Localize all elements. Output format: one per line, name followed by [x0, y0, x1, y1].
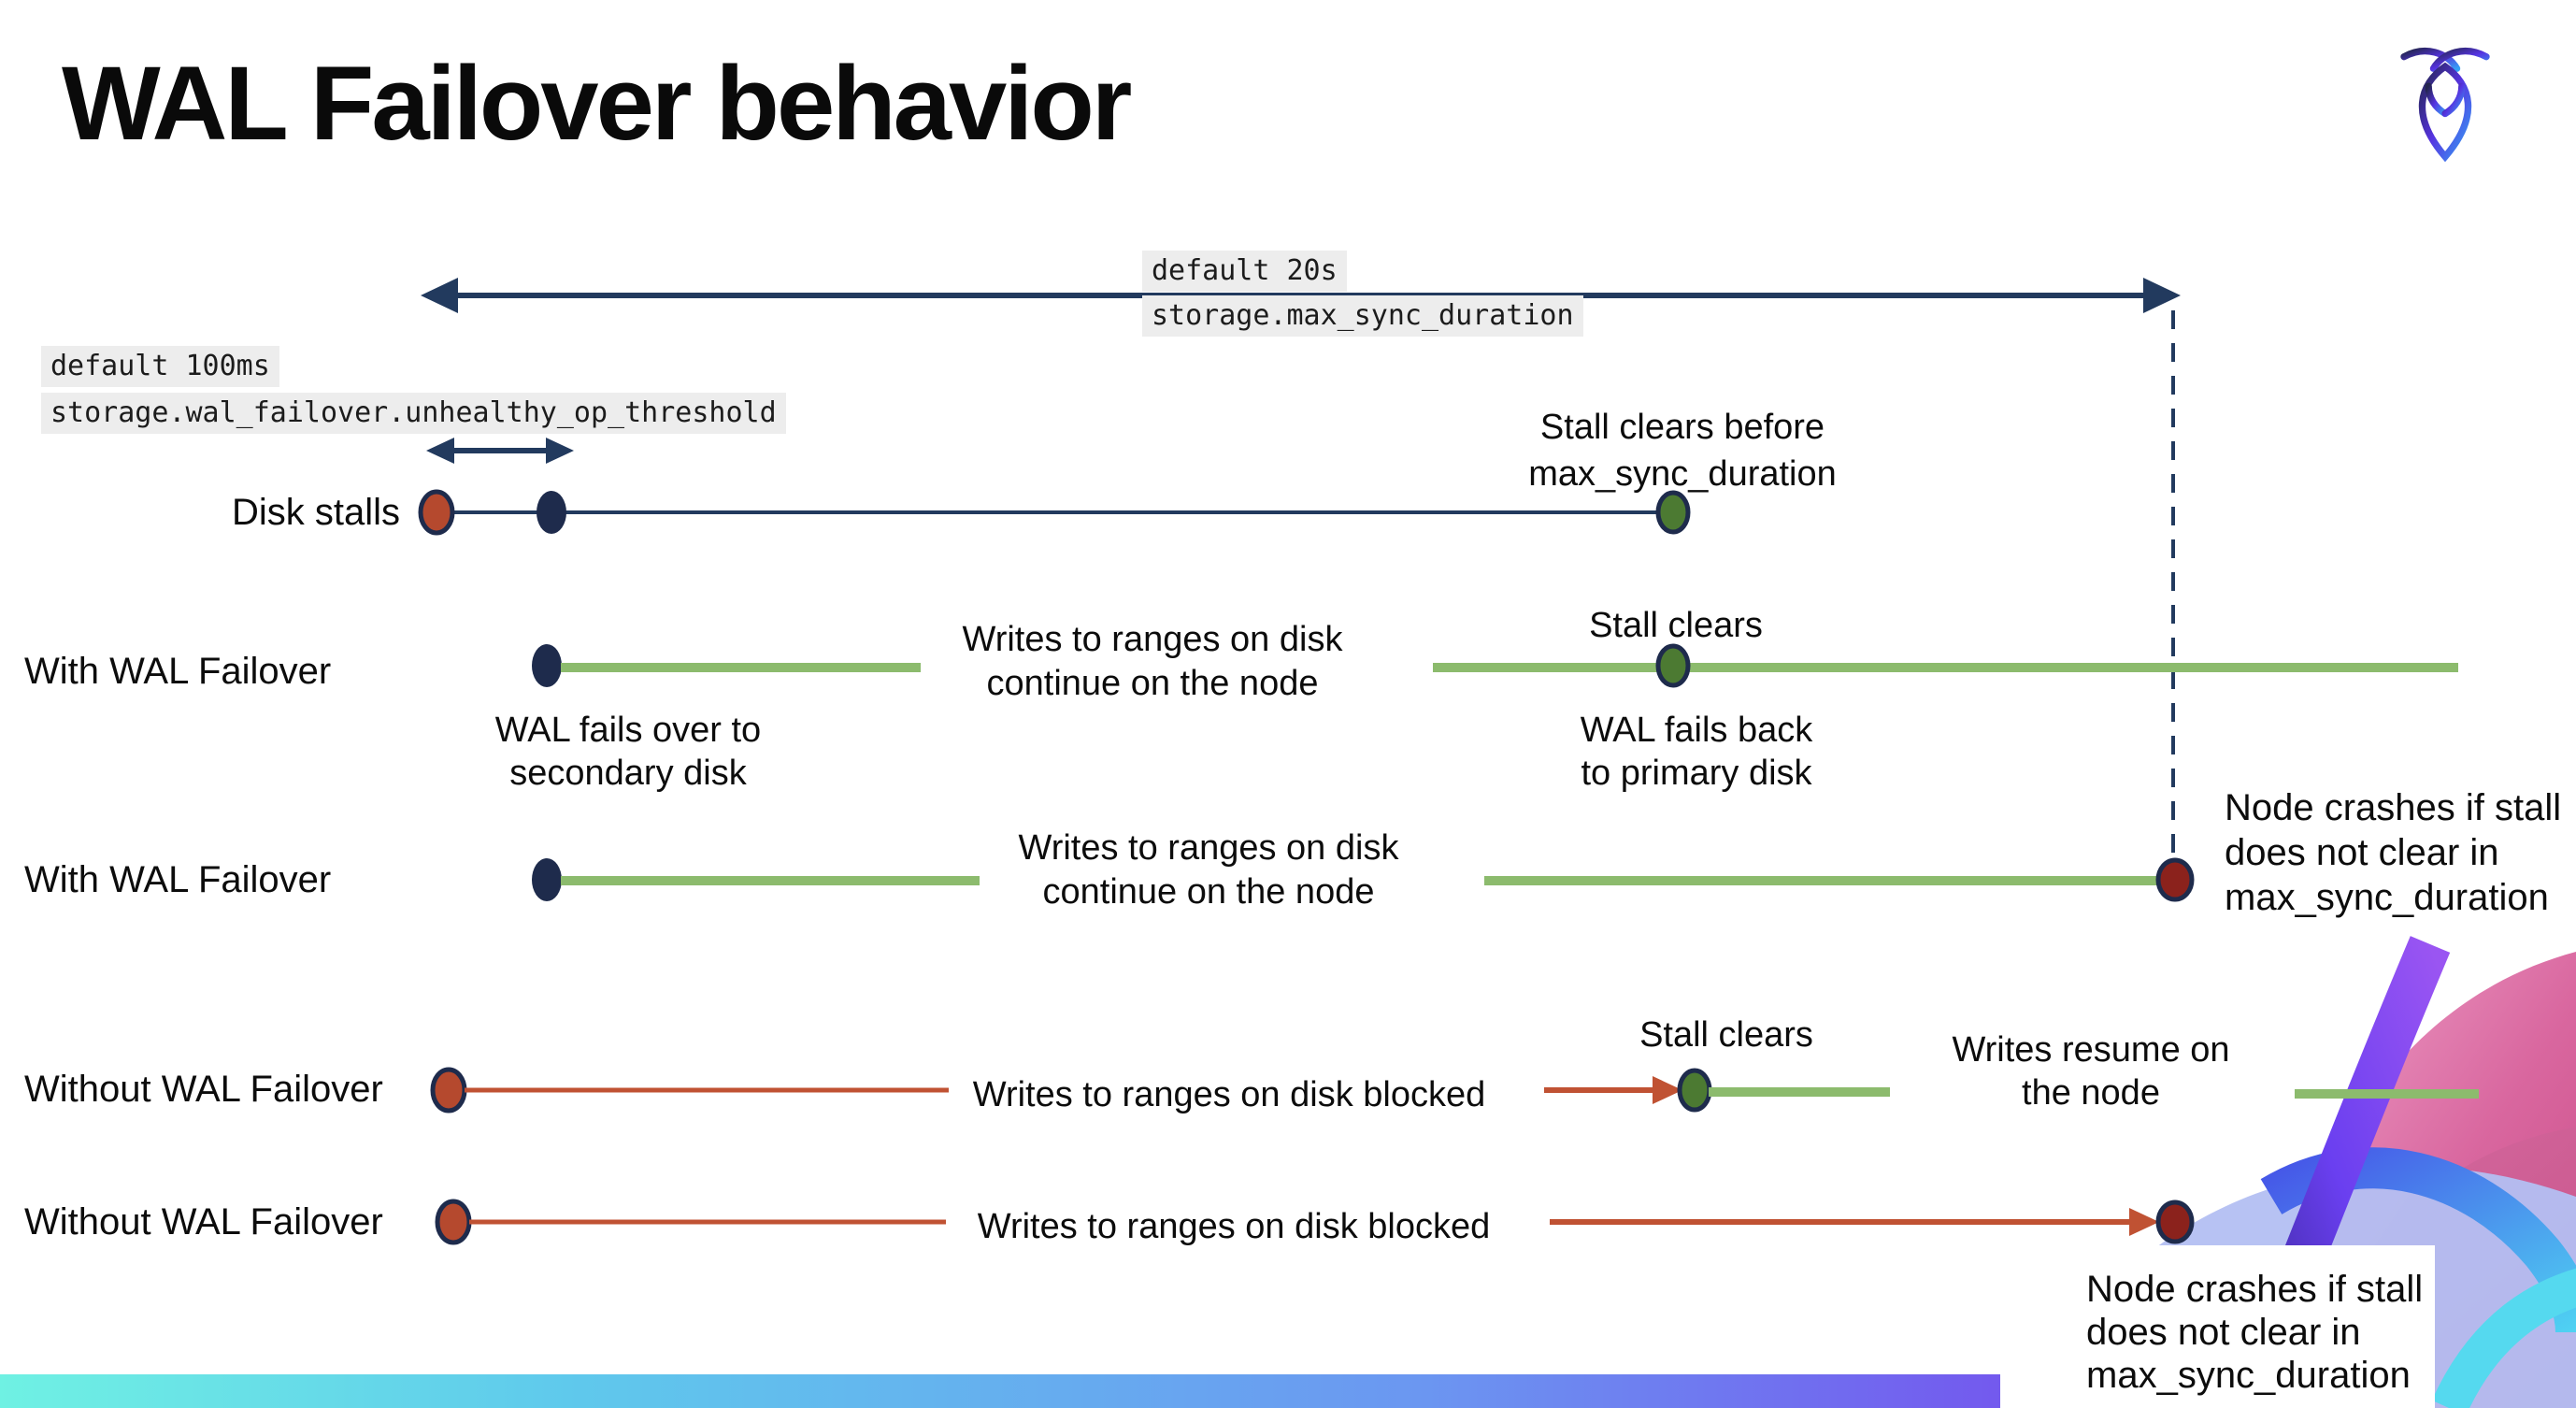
- page-title: WAL Failover behavior: [62, 45, 1132, 162]
- arrowhead-left-icon: [421, 278, 458, 313]
- note-line: Writes resume on: [1952, 1030, 2230, 1070]
- writes-resume-note: Writes resume on the node: [1952, 1028, 2229, 1114]
- row-label-without-wal-failover: Without WAL Failover: [24, 1069, 383, 1110]
- note-line: continue on the node: [1042, 872, 1375, 912]
- writes-blocked-note: Writes to ranges on disk blocked: [977, 1207, 1491, 1246]
- note-line: to primary disk: [1581, 754, 1812, 793]
- stall-start-dot: [430, 1067, 467, 1113]
- stall-clears-note: Stall clears: [1589, 606, 1763, 645]
- writes-continue-note: Writes to ranges on disk continue on the…: [1019, 826, 1399, 914]
- note-line: does not clear in: [2225, 832, 2499, 873]
- row-label-disk-stalls: Disk stalls: [231, 492, 400, 533]
- note-line: does not clear in: [2086, 1312, 2361, 1353]
- arrowhead-right-icon: [2129, 1208, 2159, 1236]
- note-line: max_sync_duration: [1528, 454, 1837, 494]
- config-setting-tag: storage.wal_failover.unhealthy_op_thresh…: [41, 393, 786, 434]
- threshold-dot: [537, 491, 566, 534]
- arrowhead-right-icon: [2143, 278, 2181, 313]
- note-line: continue on the node: [986, 664, 1319, 703]
- failover-dot: [532, 644, 562, 687]
- wal-failover-note: WAL fails over to secondary disk: [495, 709, 761, 795]
- note-line: the node: [2022, 1073, 2160, 1113]
- stall-clears-before-note: Stall clears before max_sync_duration: [1528, 404, 1837, 497]
- threshold-config-label: default 100ms storage.wal_failover.unhea…: [41, 346, 786, 434]
- note-line: Node crashes if stall: [2086, 1269, 2424, 1310]
- config-default-tag: default 20s: [1142, 251, 1347, 292]
- node-crash-note: Node crashes if stall does not clear in …: [2225, 785, 2561, 920]
- arrowhead-right-icon: [546, 438, 574, 464]
- node-crash-note: Node crashes if stall does not clear in …: [2000, 1245, 2435, 1397]
- failover-dot: [532, 858, 562, 901]
- row-label-with-wal-failover: With WAL Failover: [24, 651, 332, 692]
- note-line: max_sync_duration: [2086, 1355, 2411, 1396]
- row-label-without-wal-failover: Without WAL Failover: [24, 1201, 383, 1243]
- arrowhead-left-icon: [426, 438, 454, 464]
- art-cyan-band: [2431, 1268, 2576, 1408]
- stall-clear-dot: [1655, 490, 1691, 535]
- note-line: Node crashes if stall: [2225, 787, 2562, 828]
- stall-clear-dot: [1677, 1068, 1712, 1113]
- config-setting-tag: storage.max_sync_duration: [1142, 295, 1583, 337]
- row-label-with-wal-failover: With WAL Failover: [24, 859, 332, 900]
- node-crash-dot: [2155, 857, 2195, 902]
- cockroachdb-logo-icon: [2400, 47, 2490, 163]
- stall-clear-dot: [1655, 643, 1691, 688]
- max-sync-config-label: default 20s storage.max_sync_duration: [1142, 251, 1583, 337]
- node-crash-dot: [2155, 1200, 2195, 1244]
- note-line: Stall clears before: [1539, 408, 1825, 447]
- node-crash-card: Node crashes if stall does not clear in …: [2000, 1245, 2435, 1408]
- arrowhead-right-icon: [1653, 1076, 1682, 1104]
- wal-failback-note: WAL fails back to primary disk: [1581, 709, 1812, 795]
- note-line: max_sync_duration: [2225, 877, 2549, 918]
- stall-start-dot: [418, 489, 455, 536]
- note-line: WAL fails over to: [494, 711, 762, 750]
- stall-clears-note: Stall clears: [1639, 1015, 1813, 1055]
- note-line: Writes to ranges on disk: [962, 620, 1343, 659]
- writes-blocked-note: Writes to ranges on disk blocked: [972, 1075, 1486, 1114]
- writes-continue-note: Writes to ranges on disk continue on the…: [963, 618, 1343, 706]
- config-default-tag: default 100ms: [41, 346, 279, 387]
- note-line: Writes to ranges on disk: [1018, 828, 1399, 868]
- stall-start-dot: [435, 1199, 472, 1245]
- note-line: secondary disk: [509, 754, 747, 793]
- note-line: WAL fails back: [1580, 711, 1813, 750]
